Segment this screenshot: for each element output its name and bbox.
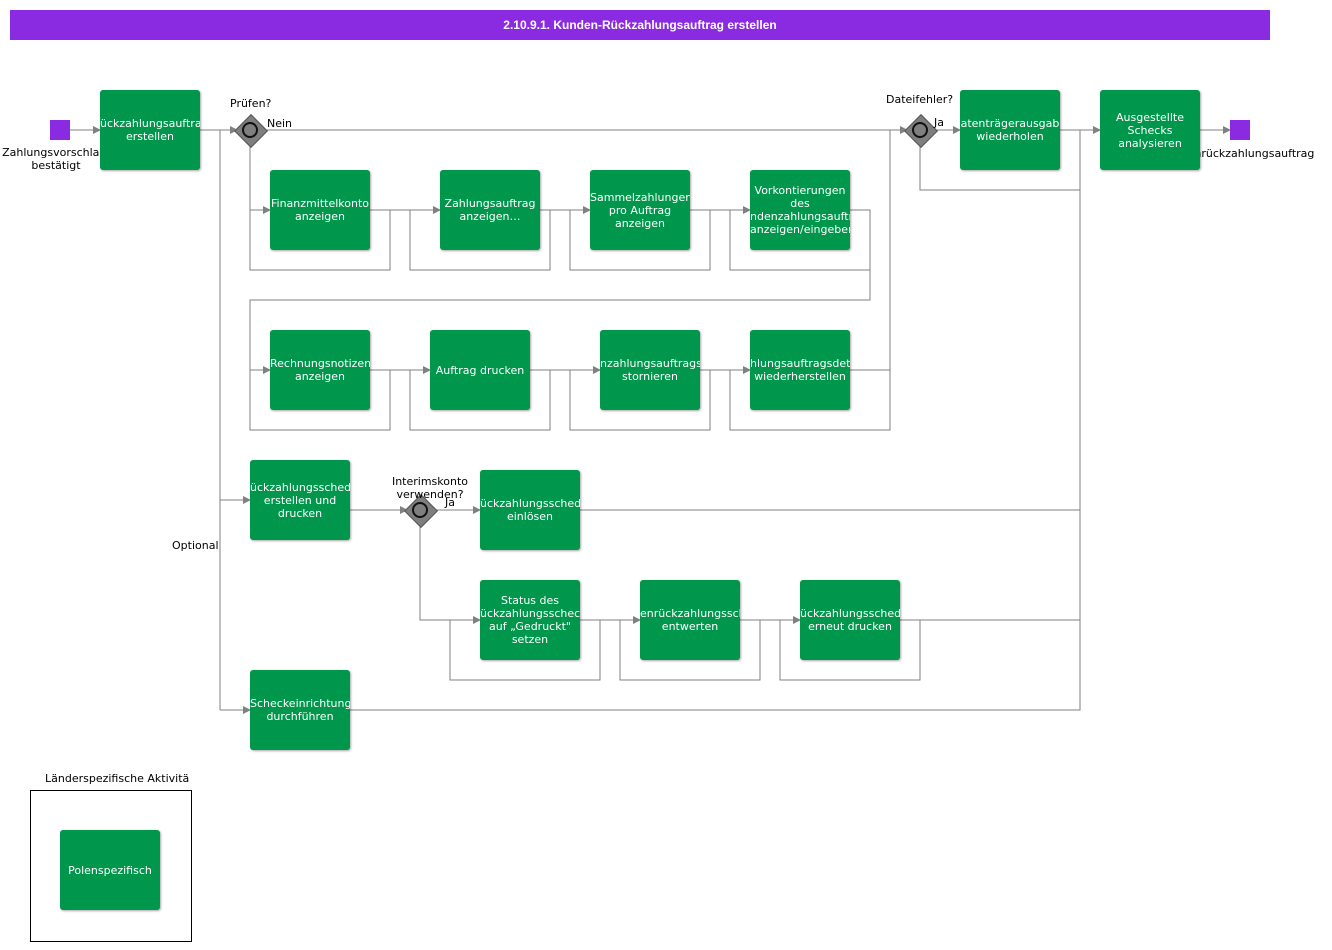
gateway-pruefen-marker xyxy=(242,122,258,138)
task-vorkontierungen-anzeigen[interactable]: Vorkontierungen des ndenzahlungsauftr an… xyxy=(750,170,850,250)
flow-label-optional: Optional xyxy=(172,539,219,552)
task-auftrag-stornieren[interactable]: nzahlungsauftrags stornieren xyxy=(600,330,700,410)
task-finanzmittelkonto-anzeigen[interactable]: Finanzmittelkonto anzeigen xyxy=(270,170,370,250)
task-zahlungsauftrag-anzeigen[interactable]: Zahlungsauftrag anzeigen… xyxy=(440,170,540,250)
legend-frame xyxy=(30,790,192,942)
end-event xyxy=(1230,120,1250,140)
task-datentraegerausgabe-wiederholen[interactable]: atenträgerausgab wiederholen xyxy=(960,90,1060,170)
task-auftrag-drucken[interactable]: Auftrag drucken xyxy=(430,330,530,410)
connector-dateifehler-nein xyxy=(919,141,1080,191)
connector-loop9 xyxy=(779,619,921,681)
connector-interim-nein xyxy=(419,521,481,624)
connector-row-wrap xyxy=(249,209,871,431)
start-event xyxy=(50,120,70,140)
task-scheckeinrichtung-durchfuehren[interactable]: Scheckeinrichtung durchführen xyxy=(250,670,350,750)
task-sammelzahlungen-anzeigen[interactable]: Sammelzahlungen pro Auftrag anzeigen xyxy=(590,170,690,250)
task-scheck-status-gedruckt[interactable]: Status des ückzahlungsscheck auf „Gedruc… xyxy=(480,580,580,660)
task-rechnungsnotizen-anzeigen[interactable]: Rechnungsnotizen anzeigen xyxy=(270,330,370,410)
connector-loop5 xyxy=(530,369,711,431)
task-schecks-analysieren[interactable]: Ausgestellte Schecks analysieren xyxy=(1100,90,1200,170)
flow-label-nein: Nein xyxy=(267,117,293,130)
task-auftragsdetails-wiederherstellen[interactable]: hlungsauftragsdet wiederherstellen xyxy=(750,330,850,410)
start-event-label: Zahlungsvorschlag, bestätigt xyxy=(2,146,110,172)
connector-branch-row1 xyxy=(249,141,391,271)
gateway-dateifehler-marker xyxy=(912,122,928,138)
task-scheck-einloesen[interactable]: ückzahlungssched einlösen xyxy=(480,470,580,550)
task-rueckzahlungsauftrag-erstellen[interactable]: ückzahlungsauftra erstellen xyxy=(100,90,200,170)
connector-loop1 xyxy=(370,209,551,271)
gateway-interimskonto-marker xyxy=(412,502,428,518)
connector-loop7 xyxy=(449,619,601,681)
connector-loop6 xyxy=(700,130,891,431)
flow-label-ja-interim: Ja xyxy=(445,496,455,509)
task-scheck-erstellen-drucken[interactable]: ückzahlungssched erstellen und drucken xyxy=(250,460,350,540)
legend-item-polenspezifisch: Polenspezifisch xyxy=(60,830,160,910)
connector-loop2 xyxy=(540,209,711,271)
gateway-dateifehler-label: Dateifehler? xyxy=(886,93,954,106)
diagram-title: 2.10.9.1. Kunden-Rückzahlungsauftrag ers… xyxy=(10,10,1270,40)
connector-loop8 xyxy=(619,619,761,681)
task-scheck-erneut-drucken[interactable]: ückzahlungssched erneut drucken xyxy=(800,580,900,660)
connector-merge-trunk xyxy=(350,130,1081,711)
gateway-pruefen-label: Prüfen? xyxy=(230,97,272,110)
connector-optional-trunk xyxy=(200,129,221,710)
legend-title: Länderspezifische Aktivitä xyxy=(45,772,190,785)
connector-loop4 xyxy=(370,369,551,431)
flow-label-ja-top: Ja xyxy=(934,116,944,129)
gateway-interimskonto-label: Interimskonto verwenden? xyxy=(391,475,469,501)
task-scheck-entwerten[interactable]: enrückzahlungssch entwerten xyxy=(640,580,740,660)
